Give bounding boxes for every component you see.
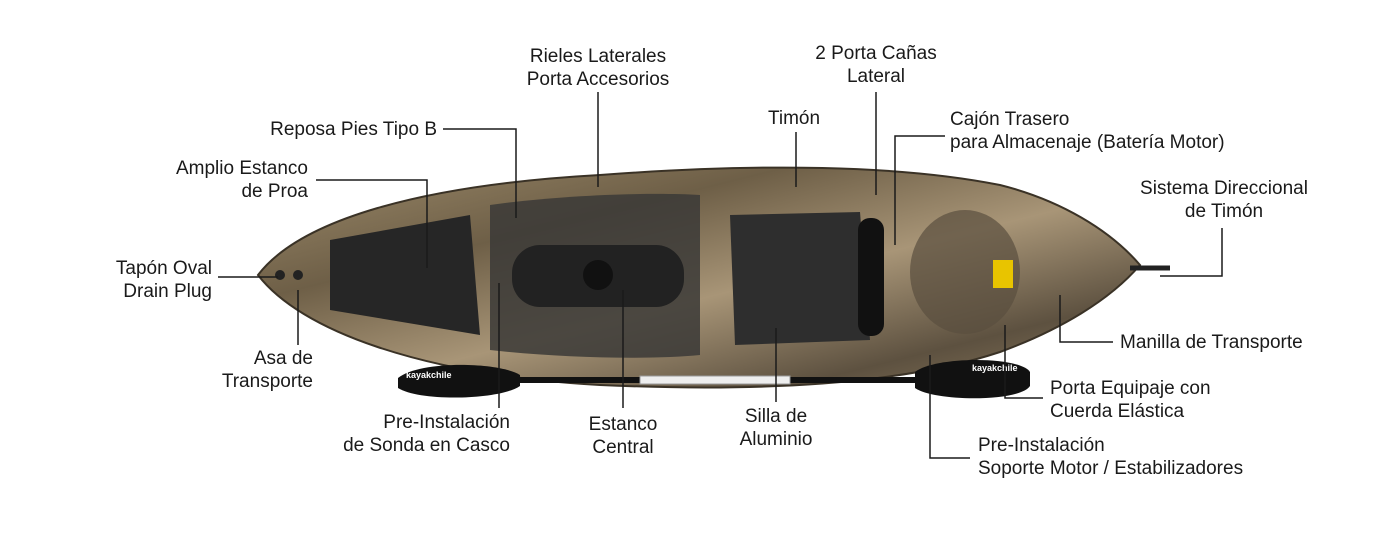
paddle-brand-left: kayakchile [406,370,452,380]
label-line: Transporte [221,371,313,392]
label-line: Cajón Trasero [950,109,1070,130]
label-line: Asa de [253,348,313,369]
label-line: Amplio Estanco [175,158,308,179]
label-line: Reposa Pies Tipo B [270,119,437,140]
label-line: Porta Accesorios [526,69,670,90]
label-line: Manilla de Transporte [1120,332,1303,353]
label-line: Rieles Laterales [529,46,667,67]
plate [993,260,1013,288]
label-timon: Timón [768,107,820,130]
label-line: de Timón [1184,201,1264,222]
kayak-hull [256,166,1170,389]
paddle: kayakchile kayakchile [398,360,1030,399]
label-line: de Proa [241,181,308,202]
label-line: Porta Equipaje con [1050,378,1211,399]
seat [730,212,870,345]
label-line: Pre-Instalación [978,435,1105,456]
label-line: Pre-Instalación [383,412,510,433]
label-line: para Almacenaje (Batería Motor) [950,132,1225,153]
label-line: 2 Porta Cañas [815,43,937,64]
label-line: Aluminio [739,429,813,450]
label-manilla-transporte: Manilla de Transporte [1120,331,1303,354]
label-reposa-pies: Reposa Pies Tipo B [270,118,437,141]
leader-lines [218,92,1223,459]
label-line: Tapón Oval [115,258,212,279]
paddle-brand-right: kayakchile [972,363,1018,373]
label-line: Central [592,437,654,458]
label-line: Silla de [744,406,808,427]
label-line: Cuerda Elástica [1050,401,1185,422]
label-line: Estanco [588,414,658,435]
label-line: de Sonda en Casco [343,435,510,456]
bow-hatch [330,215,480,335]
label-line: Drain Plug [123,281,212,302]
label-line: Lateral [846,66,906,87]
rear-well [910,210,1020,334]
label-line: Timón [767,108,821,129]
label-line: Soporte Motor / Estabilizadores [978,458,1244,479]
label-line: Sistema Direccional [1140,178,1308,199]
